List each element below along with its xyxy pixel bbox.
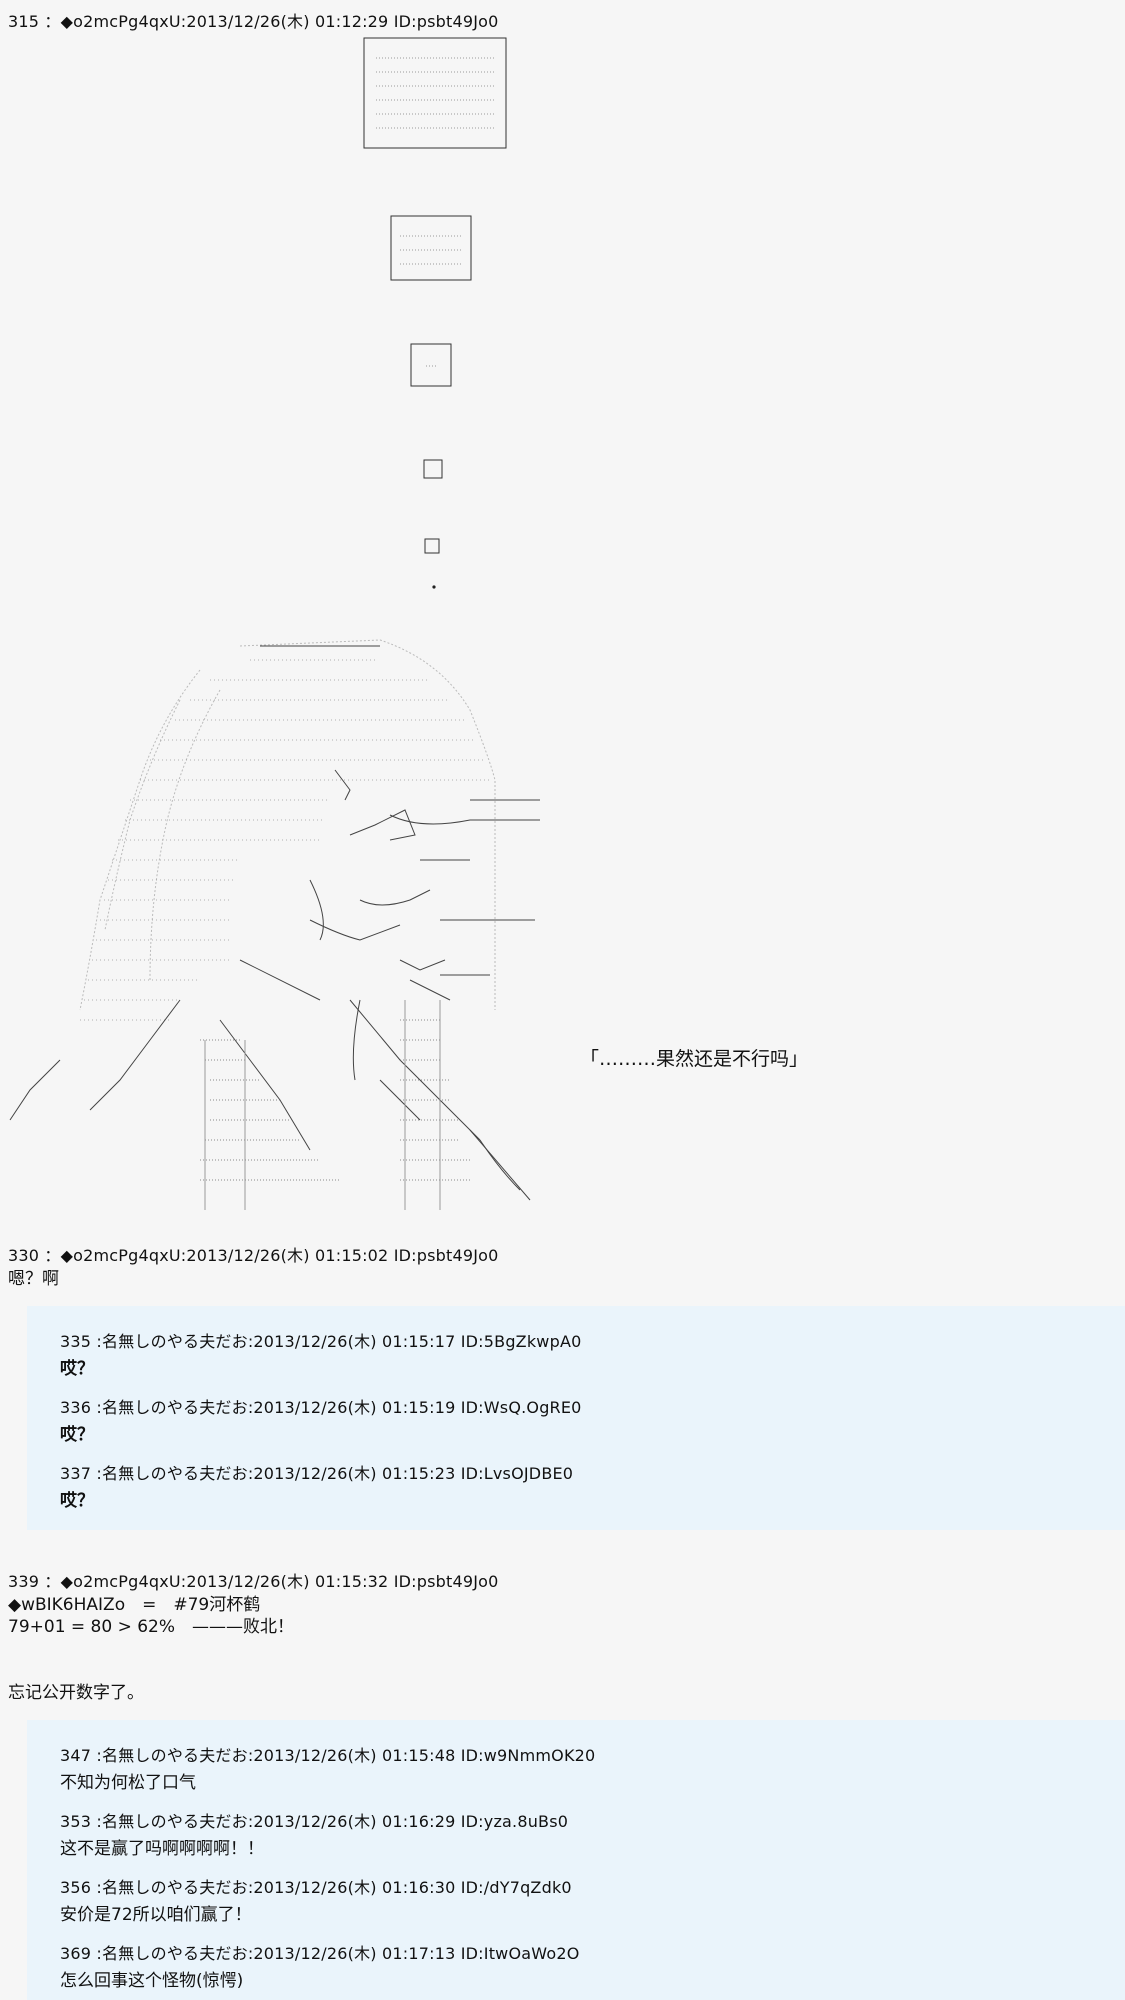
reply-336-header: 336 :名無しのやる夫だお:2013/12/26(木) 01:15:19 ID… [60, 1398, 582, 1417]
post-330-header: 330 ：◆o2mcPg4qxU:2013/12/26(木) 01:15:02 … [8, 1246, 499, 1265]
reply-337-text: 哎？ [60, 1491, 94, 1511]
post-339-line-1: ◆wBIK6HAIZo = #79河杯鹤 [8, 1595, 261, 1615]
post-330-text: 嗯？啊 [8, 1269, 59, 1289]
reply-347: 347 :名無しのやる夫だお:2013/12/26(木) 01:15:48 ID… [60, 1742, 595, 1793]
reply-337: 337 :名無しのやる夫だお:2013/12/26(木) 01:15:23 ID… [60, 1460, 573, 1511]
art-box-medium [390, 215, 472, 281]
art-coat-lines [204, 1000, 441, 1210]
reply-356-header: 356 :名無しのやる夫だお:2013/12/26(木) 01:16:30 ID… [60, 1878, 572, 1897]
art-box-small [410, 343, 452, 387]
reply-356: 356 :名無しのやる夫だお:2013/12/26(木) 01:16:30 ID… [60, 1874, 572, 1925]
speech-bubble-text: 「………果然还是不行吗」 [580, 1048, 809, 1070]
reply-group-1: 335 :名無しのやる夫だお:2013/12/26(木) 01:15:17 ID… [27, 1306, 1125, 1530]
art-outline [9, 645, 540, 1201]
art-hair-fill [80, 659, 490, 1021]
art-box-tiny [423, 459, 443, 479]
post-339-header: 339 ：◆o2mcPg4qxU:2013/12/26(木) 01:15:32 … [8, 1572, 499, 1591]
reply-353: 353 :名無しのやる夫だお:2013/12/26(木) 01:16:29 ID… [60, 1808, 568, 1859]
reply-group-2: 347 :名無しのやる夫だお:2013/12/26(木) 01:15:48 ID… [27, 1720, 1125, 2000]
reply-369-text: 怎么回事这个怪物(惊愕) [60, 1971, 244, 1991]
reply-353-header: 353 :名無しのやる夫だお:2013/12/26(木) 01:16:29 ID… [60, 1812, 569, 1831]
post-339-line-3: 忘记公开数字了。 [8, 1683, 144, 1703]
reply-335-header: 335 :名無しのやる夫だお:2013/12/26(木) 01:15:17 ID… [60, 1332, 582, 1351]
reply-336-text: 哎？ [60, 1425, 94, 1445]
art-coat-fill [200, 1019, 470, 1181]
reply-337-header: 337 :名無しのやる夫だお:2013/12/26(木) 01:15:23 ID… [60, 1464, 574, 1483]
reply-356-text: 安价是72所以咱们赢了！ [60, 1905, 252, 1925]
reply-347-header: 347 :名無しのやる夫だお:2013/12/26(木) 01:15:48 ID… [60, 1746, 596, 1765]
reply-353-text: 这不是赢了吗啊啊啊啊！！ [60, 1839, 264, 1859]
reply-335: 335 :名無しのやる夫だお:2013/12/26(木) 01:15:17 ID… [60, 1328, 581, 1379]
reply-347-text: 不知为何松了口气 [60, 1773, 196, 1793]
art-box-mini [424, 538, 440, 554]
art-hair-shading [79, 639, 496, 1011]
ascii-art-figure [9, 37, 540, 1210]
post-339-line-2: 79+01 = 80 > 62% ———败北！ [8, 1617, 295, 1637]
post-315-header: 315 ：◆o2mcPg4qxU:2013/12/26(木) 01:12:29 … [8, 12, 499, 31]
reply-369-header: 369 :名無しのやる夫だお:2013/12/26(木) 01:17:13 ID… [60, 1944, 580, 1963]
art-dot [432, 585, 436, 589]
reply-336: 336 :名無しのやる夫だお:2013/12/26(木) 01:15:19 ID… [60, 1394, 582, 1445]
reply-369: 369 :名無しのやる夫だお:2013/12/26(木) 01:17:13 ID… [60, 1940, 580, 1991]
art-box-large [363, 37, 507, 149]
reply-335-text: 哎？ [60, 1359, 94, 1379]
